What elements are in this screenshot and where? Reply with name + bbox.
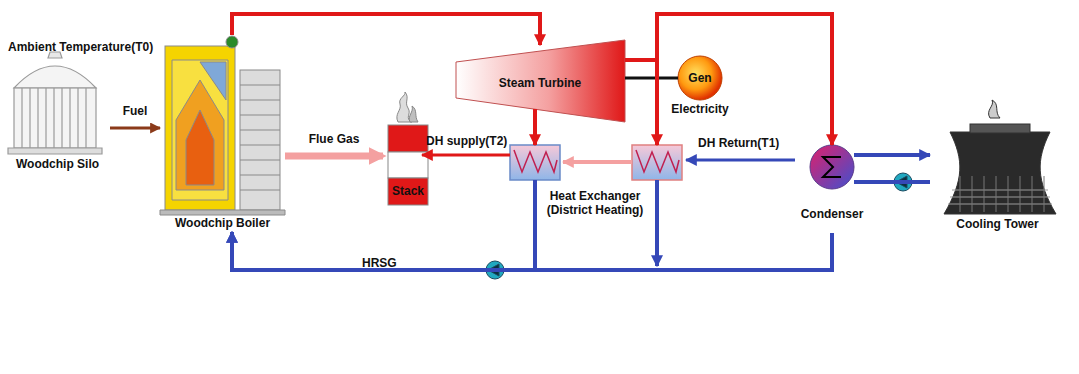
flow-connector xyxy=(854,153,930,157)
label-anchor: DH Return(T1) xyxy=(696,136,781,150)
edge-label: Flue Gas xyxy=(307,132,362,146)
section-label: HRSG xyxy=(360,256,399,270)
flow-connector xyxy=(854,180,930,184)
flow-connector xyxy=(625,60,657,145)
condensate-drops xyxy=(535,180,657,266)
ambient-label: Ambient Temperature(T0) xyxy=(6,40,155,54)
node-text: Woodchip Boiler xyxy=(175,216,270,230)
turbine-node: Steam Turbine xyxy=(455,45,625,125)
label-anchor: DH supply(T2) xyxy=(424,134,509,148)
turbine-icon xyxy=(456,40,625,125)
condenser-icon xyxy=(810,145,854,189)
label-anchor: Fuel xyxy=(121,104,150,118)
pump-symbols xyxy=(486,173,912,279)
flow-connector xyxy=(232,232,535,270)
flow-connector xyxy=(533,125,537,145)
flow-connector xyxy=(625,14,832,145)
district-heating-lines xyxy=(422,155,795,160)
flow-connector xyxy=(110,127,160,130)
stack-node: Stack xyxy=(383,95,433,205)
flow-connector xyxy=(625,77,678,80)
flow-connector xyxy=(232,232,832,270)
node-text: Condenser xyxy=(801,207,864,221)
supply-label: DH supply(T2) xyxy=(424,134,509,148)
boiler-node: Woodchip Boiler xyxy=(160,35,285,232)
label-anchor: HRSG xyxy=(360,256,399,270)
cooling-tower-icon xyxy=(944,100,1056,214)
flow-connector xyxy=(285,153,383,160)
label-anchor: Flue Gas xyxy=(307,132,362,146)
silo-node: Woodchip Silo xyxy=(5,45,110,175)
generator-node: GenElectricity xyxy=(678,56,722,126)
node-text: Electricity xyxy=(671,102,728,116)
flow-connector xyxy=(232,14,540,45)
node-text: Heat Exchanger (District Heating) xyxy=(539,189,651,217)
node-text: Steam Turbine xyxy=(499,76,581,90)
node-text: Gen xyxy=(688,71,711,85)
cooling-tower-node: Cooling Tower xyxy=(930,120,1065,232)
stack-icon xyxy=(388,92,428,205)
node-text: Stack xyxy=(392,184,424,198)
condenser-node: Condenser xyxy=(810,145,854,233)
node-text: Cooling Tower xyxy=(956,217,1038,231)
edge-label: Fuel xyxy=(121,104,150,118)
label-anchor: Ambient Temperature(T0) xyxy=(6,40,155,54)
heat-exchanger-icons xyxy=(510,145,682,180)
boiler-icon xyxy=(160,36,285,215)
generator-icon xyxy=(678,56,722,100)
return-label: DH Return(T1) xyxy=(696,136,781,150)
silo-icon xyxy=(8,52,102,154)
heat-exchanger-node: Heat Exchanger (District Heating) xyxy=(505,145,685,233)
node-text: Woodchip Silo xyxy=(16,157,99,171)
